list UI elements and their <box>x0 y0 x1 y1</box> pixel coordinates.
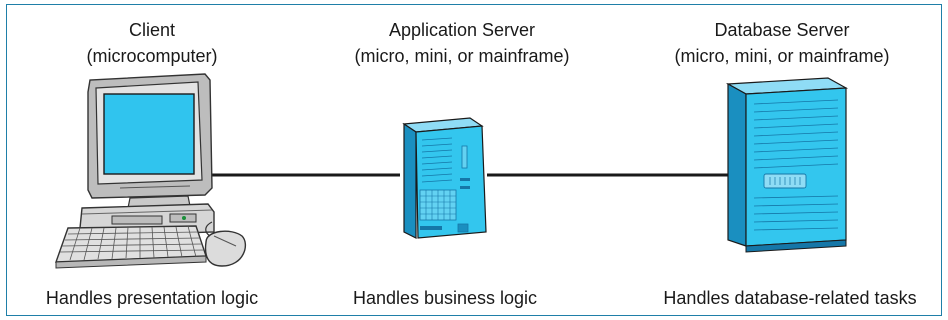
mouse-icon <box>204 221 247 267</box>
desktop-computer-icon <box>54 73 247 269</box>
app-server-subtitle: (micro, mini, or mainframe) <box>354 46 570 66</box>
large-server-icon <box>725 77 849 253</box>
client-title: Client <box>128 20 176 40</box>
app-server-title: Application Server <box>388 20 536 40</box>
db-server-title: Database Server <box>714 20 850 40</box>
db-server-subtitle: (micro, mini, or mainframe) <box>674 46 890 66</box>
app-server-caption: Handles business logic <box>352 288 538 308</box>
db-server-caption: Handles database-related tasks <box>663 288 917 308</box>
tower-server-icon <box>402 117 487 239</box>
client-caption: Handles presentation logic <box>45 288 259 308</box>
monitor-icon <box>87 73 213 209</box>
keyboard-icon <box>54 225 207 269</box>
client-subtitle: (microcomputer) <box>86 46 218 66</box>
